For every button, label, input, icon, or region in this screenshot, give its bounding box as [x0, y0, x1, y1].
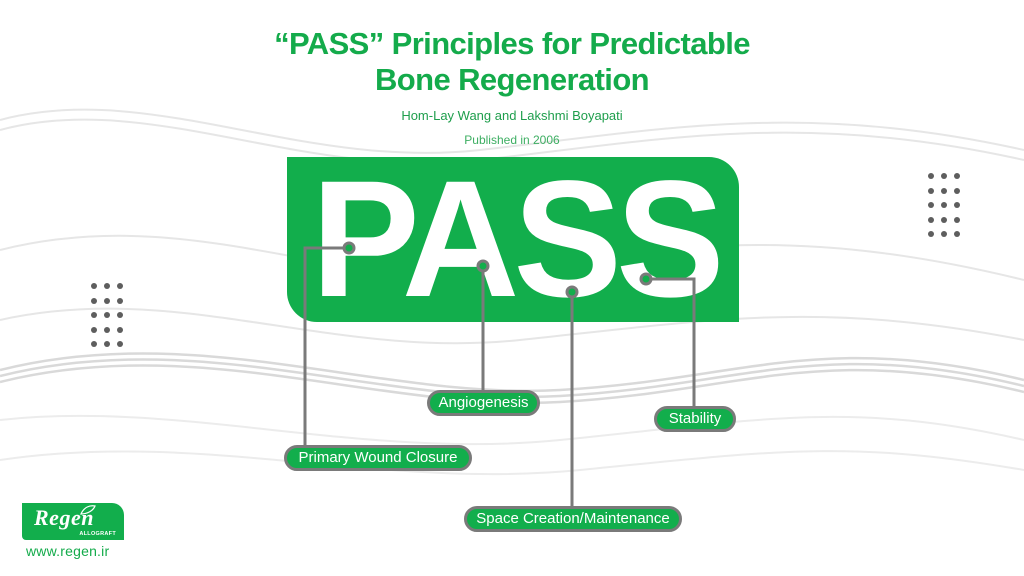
page-title-line1: “PASS” Principles for Predictable — [274, 26, 750, 61]
authors: Hom-Lay Wang and Lakshmi Boyapati — [401, 108, 623, 123]
regen-logo[interactable]: Regen ALLOGRAFT — [22, 503, 124, 540]
page-title-line2: Bone Regeneration — [374, 62, 650, 97]
label-angiogenesis: Angiogenesis — [427, 390, 540, 416]
label-stability: Stability — [654, 406, 736, 432]
label-primary-wound-closure: Primary Wound Closure — [284, 445, 472, 471]
logo-subtitle: ALLOGRAFT — [79, 531, 116, 537]
decorative-dot-grid-left — [91, 283, 123, 347]
decorative-dot-grid-right — [928, 173, 960, 237]
website-link[interactable]: www.regen.ir — [26, 543, 110, 559]
pass-acronym: PASS — [311, 147, 724, 332]
leaf-icon — [80, 505, 96, 515]
label-space-creation-maintenance: Space Creation/Maintenance — [464, 506, 682, 532]
published-date: Published in 2006 — [464, 133, 560, 147]
